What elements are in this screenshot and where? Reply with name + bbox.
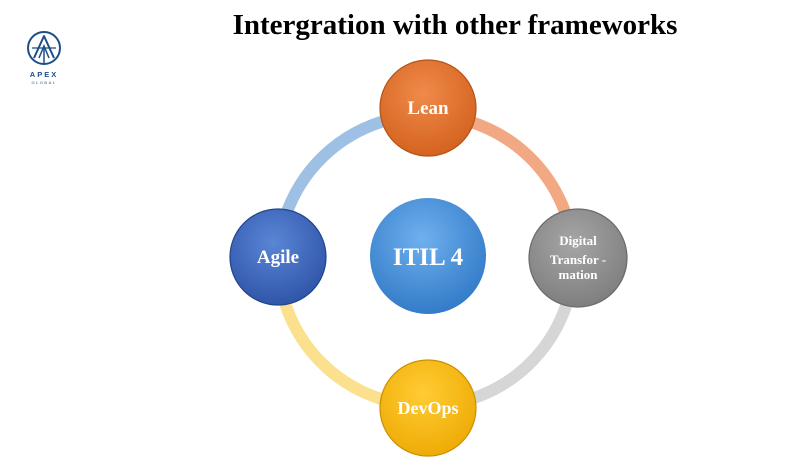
node-digital-label-line2: Transfor - <box>550 252 606 267</box>
node-digital-label-line1: Digital <box>559 233 597 248</box>
logo-name: APEX <box>29 70 59 79</box>
node-agile-label: Agile <box>257 247 299 268</box>
slide-title: Intergration with other frameworks <box>232 9 678 41</box>
center-node-itil4: ITIL 4 <box>370 198 486 314</box>
apex-global-logo: APEX GLOBAL <box>18 28 70 90</box>
node-lean-label: Lean <box>407 98 449 119</box>
node-agile: Agile <box>229 208 327 306</box>
node-digital-transformation: Digital Transfor - mation <box>528 208 628 308</box>
node-lean: Lean <box>379 59 477 157</box>
node-devops-label: DevOps <box>397 398 458 418</box>
center-node-label: ITIL 4 <box>393 244 464 271</box>
node-digital-label-line3: mation <box>559 267 599 282</box>
apex-logo-icon <box>27 31 61 65</box>
logo-subtitle: GLOBAL <box>31 80 57 85</box>
node-devops: DevOps <box>379 359 477 457</box>
